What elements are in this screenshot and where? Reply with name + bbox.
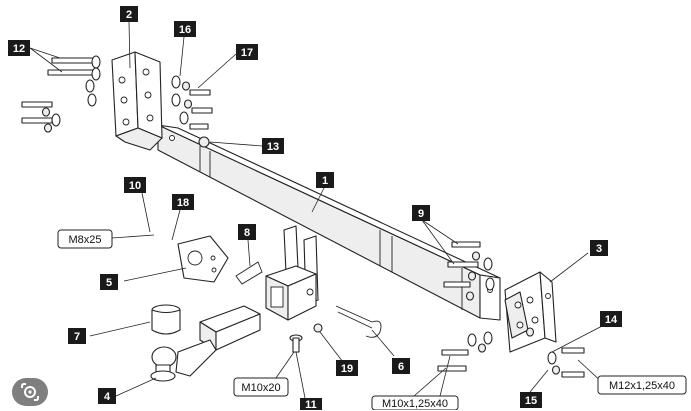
- svg-text:7: 7: [74, 331, 80, 343]
- svg-text:M8x25: M8x25: [68, 234, 101, 246]
- part-label-19: 19: [336, 360, 358, 376]
- lens-icon: [21, 383, 39, 401]
- svg-text:9: 9: [418, 208, 424, 220]
- svg-text:17: 17: [241, 47, 253, 59]
- svg-text:4: 4: [104, 391, 111, 403]
- svg-text:5: 5: [106, 277, 112, 289]
- hitch-receiver: [265, 225, 319, 321]
- part-label-4: 4: [98, 388, 116, 404]
- spec-label-m12x125x40: M12x1,25x40: [597, 375, 687, 395]
- svg-text:M12x1,25x40: M12x1,25x40: [609, 380, 675, 392]
- svg-text:14: 14: [605, 314, 618, 326]
- part-label-5: 5: [100, 274, 118, 290]
- part-label-14: 14: [600, 311, 622, 327]
- svg-text:1: 1: [322, 175, 328, 187]
- ball-mount: [150, 305, 261, 382]
- part-label-6: 6: [392, 358, 410, 374]
- electrical-lead: [235, 261, 263, 285]
- nut-part-19: [313, 323, 323, 333]
- part-label-12: 12: [8, 40, 30, 56]
- svg-text:15: 15: [525, 395, 537, 407]
- svg-text:10: 10: [129, 180, 141, 192]
- part-label-13: 13: [262, 138, 284, 154]
- part-label-11: 11: [300, 398, 322, 410]
- part-label-17: 17: [236, 44, 258, 60]
- part-label-15: 15: [520, 392, 542, 408]
- svg-text:8: 8: [244, 227, 250, 239]
- spec-label-m10x125x40: M10x1,25x40: [371, 395, 459, 410]
- svg-text:11: 11: [305, 399, 317, 410]
- part-label-1: 1: [316, 172, 334, 188]
- svg-text:16: 16: [179, 24, 191, 36]
- fastener-group-9: [443, 241, 495, 301]
- part-label-16: 16: [174, 21, 196, 37]
- spec-label-m10x20: M10x20: [233, 377, 289, 397]
- google-lens-icon[interactable]: [12, 378, 48, 406]
- spec-label-m8x25: M8x25: [57, 229, 113, 249]
- svg-text:3: 3: [596, 243, 602, 255]
- part-label-2: 2: [120, 6, 138, 22]
- part-label-18: 18: [172, 194, 194, 210]
- fastener-group-12: [21, 55, 101, 133]
- svg-text:18: 18: [177, 197, 189, 209]
- part-label-3: 3: [590, 240, 608, 256]
- leader-lines: [29, 21, 605, 399]
- svg-text:M10x1,25x40: M10x1,25x40: [382, 398, 448, 410]
- crossbar: [157, 124, 501, 321]
- svg-text:12: 12: [13, 43, 25, 55]
- svg-text:2: 2: [126, 9, 132, 21]
- part-label-7: 7: [68, 328, 86, 344]
- svg-text:M10x20: M10x20: [241, 382, 280, 394]
- svg-text:19: 19: [341, 363, 353, 375]
- fastener-group-16-17: [171, 75, 213, 148]
- safety-pin: [335, 305, 382, 338]
- part-label-9: 9: [412, 205, 430, 221]
- svg-text:6: 6: [398, 361, 404, 373]
- part-label-10: 10: [124, 177, 146, 193]
- part-label-8: 8: [238, 224, 256, 240]
- socket-plate: [177, 235, 229, 283]
- ball-cover: [151, 304, 181, 335]
- svg-text:13: 13: [267, 141, 279, 153]
- right-bracket: [504, 271, 557, 353]
- fastener-group-14-15: [437, 327, 585, 378]
- left-bracket: [111, 51, 163, 151]
- bolt-m10x20: [289, 334, 303, 353]
